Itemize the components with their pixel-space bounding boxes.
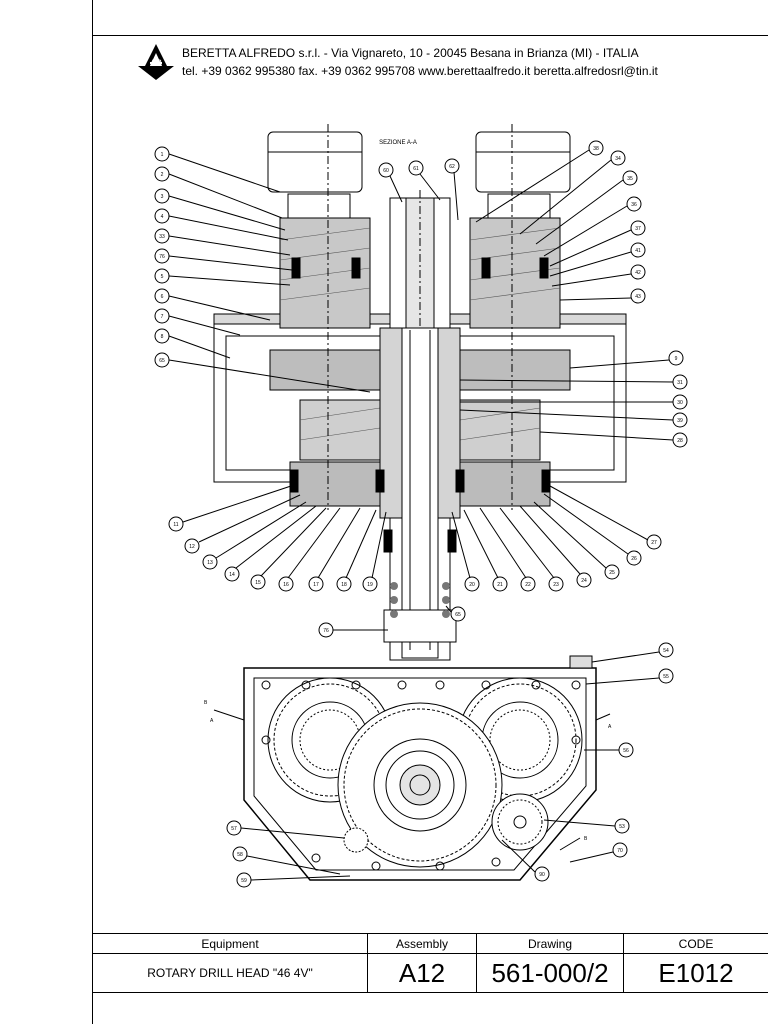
callout-54: 54 [663, 648, 669, 654]
callout-5: 5 [161, 274, 164, 280]
callout-61: 61 [413, 166, 419, 172]
callout-1: 1 [161, 152, 164, 158]
callout-56: 56 [623, 748, 629, 754]
plan-view: B A A B 54 55 56 57 58 59 53 70 90 [204, 642, 674, 888]
frame-left-border [92, 0, 93, 1024]
section-label: SEZIONE A-A [379, 140, 417, 146]
callout-9: 9 [675, 356, 678, 362]
section-view: SEZIONE A-A [154, 124, 688, 661]
header-drawing: Drawing [476, 933, 624, 954]
callout-35: 35 [627, 176, 633, 182]
callout-34: 34 [615, 156, 621, 162]
callout-37: 37 [635, 226, 641, 232]
callout-30: 30 [677, 400, 683, 406]
callout-62: 62 [449, 164, 455, 170]
callout-31: 31 [677, 380, 683, 386]
callout-16: 16 [283, 582, 289, 588]
drawing-number: 561-000/2 [476, 953, 624, 993]
callout-65-low: 65 [455, 612, 461, 618]
callout-65-left: 65 [159, 358, 165, 364]
callout-12: 12 [189, 544, 195, 550]
callout-8: 8 [161, 334, 164, 340]
callout-21: 21 [497, 582, 503, 588]
callout-76: 76 [159, 254, 165, 260]
callout-43: 43 [635, 294, 641, 300]
callout-27: 27 [651, 540, 657, 546]
header-assembly: Assembly [367, 933, 477, 954]
callout-59: 59 [241, 878, 247, 884]
company-contacts: tel. +39 0362 995380 fax. +39 0362 99570… [182, 64, 658, 78]
callout-55: 55 [663, 674, 669, 680]
callout-33: 33 [159, 234, 165, 240]
section-mark-b-left: B [204, 700, 208, 706]
callout-17: 17 [313, 582, 319, 588]
callout-6: 6 [161, 294, 164, 300]
callout-7: 7 [161, 314, 164, 320]
callout-13: 13 [207, 560, 213, 566]
title-block: Equipment Assembly Drawing CODE ROTARY D… [92, 933, 768, 993]
equipment-value: ROTARY DRILL HEAD "46 4V" [92, 953, 368, 993]
company-header: AB BERETTA ALFREDO s.r.l. - Via Vignaret… [136, 42, 756, 82]
code-value: E1012 [623, 953, 768, 993]
logo-lettering: AB [150, 58, 162, 68]
header-equipment: Equipment [92, 933, 368, 954]
technical-drawing: SEZIONE A-A [154, 124, 688, 888]
callout-39: 39 [677, 418, 683, 424]
callout-26: 26 [631, 556, 637, 562]
callout-42: 42 [635, 270, 641, 276]
callout-53: 53 [619, 824, 625, 830]
frame-bottom-rule [92, 992, 768, 993]
callout-38: 38 [593, 146, 599, 152]
section-mark-a-left: A [210, 718, 214, 724]
callout-24: 24 [581, 578, 587, 584]
callout-70: 70 [617, 848, 623, 854]
callout-60: 60 [383, 168, 389, 174]
callout-19: 19 [367, 582, 373, 588]
callout-22: 22 [525, 582, 531, 588]
callout-76-low: 76 [323, 628, 329, 634]
callout-14: 14 [229, 572, 235, 578]
frame-top-rule [92, 35, 768, 36]
company-address: BERETTA ALFREDO s.r.l. - Via Vignareto, … [182, 46, 639, 60]
assembly-value: A12 [367, 953, 477, 993]
callout-28: 28 [677, 438, 683, 444]
callout-23: 23 [553, 582, 559, 588]
callout-20: 20 [469, 582, 475, 588]
callout-15: 15 [255, 580, 261, 586]
callout-41: 41 [635, 248, 641, 254]
callout-25: 25 [609, 570, 615, 576]
callout-2: 2 [161, 172, 164, 178]
callout-3: 3 [161, 194, 164, 200]
company-logo: AB [138, 44, 174, 80]
header-code: CODE [623, 933, 768, 954]
callout-18: 18 [341, 582, 347, 588]
callout-36: 36 [631, 202, 637, 208]
section-mark-a-right: A [608, 724, 612, 730]
callout-11: 11 [173, 522, 178, 528]
callout-57: 57 [231, 826, 237, 832]
callout-58: 58 [237, 852, 243, 858]
callout-4: 4 [161, 214, 164, 220]
callout-90: 90 [539, 872, 545, 878]
section-mark-b-right: B [584, 836, 588, 842]
